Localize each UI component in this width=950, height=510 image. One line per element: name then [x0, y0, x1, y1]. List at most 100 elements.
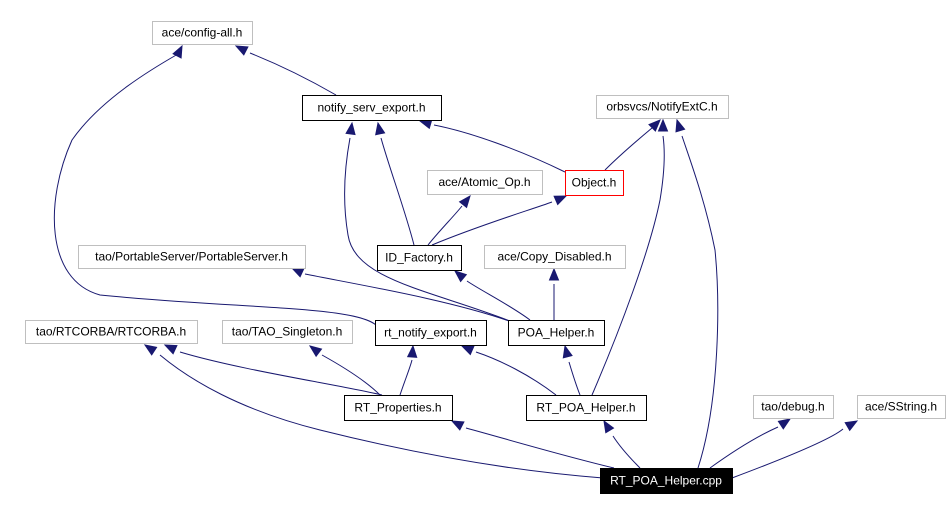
node-label: orbsvcs/NotifyExtC.h: [606, 100, 717, 114]
node-rtcorba[interactable]: tao/RTCORBA/RTCORBA.h: [25, 320, 198, 344]
edge-line: [681, 135, 719, 469]
node-label: notify_serv_export.h: [317, 101, 425, 115]
edge-line: [399, 359, 413, 396]
edge-rt-poa-helper-cpp-to-rt-poa-helper-h: [603, 419, 641, 469]
node-box: [427, 170, 543, 195]
node-tao-singleton[interactable]: tao/TAO_Singleton.h: [222, 320, 353, 344]
edge-line: [249, 52, 337, 96]
arrowhead-icon: [553, 195, 568, 206]
node-box: [565, 170, 624, 196]
edge-line: [591, 135, 665, 396]
edge-line: [344, 137, 511, 322]
node-poa-helper[interactable]: POA_Helper.h: [508, 320, 605, 346]
arrowhead-icon: [375, 121, 386, 136]
edge-rt-notify-export-to-config-all: [53, 44, 381, 331]
arrowhead-icon: [450, 420, 465, 431]
arrowhead-icon: [458, 194, 471, 209]
node-box: [375, 320, 487, 346]
edge-line: [466, 280, 531, 321]
node-box: [78, 245, 306, 269]
edge-line: [431, 201, 553, 246]
arrowhead-icon: [460, 345, 475, 356]
node-label: Object.h: [572, 176, 617, 190]
arrowhead-icon: [143, 344, 158, 356]
edge-object-to-notifyextc: [604, 119, 661, 171]
node-box: [377, 245, 462, 271]
arrowhead-icon: [453, 270, 468, 283]
node-label: ace/Copy_Disabled.h: [497, 250, 611, 264]
edges-layer: [53, 44, 859, 479]
edge-rt-poa-helper-cpp-to-rt-properties: [450, 420, 615, 469]
edge-line: [159, 354, 604, 479]
node-label: ace/config-all.h: [162, 26, 243, 40]
node-box: [857, 395, 946, 419]
node-rt-poa-helper-cpp[interactable]: RT_POA_Helper.cpp: [600, 468, 733, 494]
node-portable-server[interactable]: tao/PortableServer/PortableServer.h: [78, 245, 306, 269]
node-atomic-op[interactable]: ace/Atomic_Op.h: [427, 170, 543, 195]
arrowhead-icon: [648, 119, 661, 132]
edge-object-to-notify-serv-export: [418, 119, 566, 173]
edge-line: [709, 426, 779, 469]
node-label: RT_POA_Helper.cpp: [610, 474, 722, 488]
edge-line: [604, 127, 653, 171]
node-box: [508, 320, 605, 346]
arrowhead-icon: [777, 418, 792, 430]
node-rt-notify-export[interactable]: rt_notify_export.h: [375, 320, 487, 346]
node-object[interactable]: Object.h: [565, 170, 624, 196]
edge-id-factory-to-notify-serv-export: [375, 121, 415, 246]
node-config-all[interactable]: ace/config-all.h: [152, 21, 253, 45]
node-notifyextc[interactable]: orbsvcs/NotifyExtC.h: [596, 95, 729, 119]
arrowhead-icon: [406, 344, 418, 358]
node-box: [526, 395, 647, 421]
edge-line: [380, 137, 415, 246]
arrowhead-icon: [603, 419, 615, 434]
edge-rt-poa-helper-h-to-rt-notify-export: [460, 345, 557, 396]
nodes-layer: ace/config-all.h notify_serv_export.h orbs…: [25, 21, 946, 494]
node-box: [25, 320, 198, 344]
node-label: POA_Helper.h: [518, 326, 595, 340]
edge-line: [465, 427, 615, 469]
edge-rt-poa-helper-h-to-poa-helper: [562, 344, 581, 396]
node-label: tao/TAO_Singleton.h: [232, 325, 343, 339]
edge-rt-poa-helper-cpp-to-tao-debug: [709, 418, 792, 469]
edge-rt-poa-helper-cpp-to-rtcorba: [143, 344, 604, 479]
node-tao-debug[interactable]: tao/debug.h: [753, 395, 834, 419]
node-label: RT_Properties.h: [354, 401, 441, 415]
arrowhead-icon: [657, 118, 669, 132]
edge-line: [568, 361, 581, 396]
node-box: [484, 245, 626, 269]
arrowhead-icon: [163, 344, 178, 355]
edge-line: [731, 428, 844, 479]
edge-line: [304, 273, 513, 323]
node-copy-disabled[interactable]: ace/Copy_Disabled.h: [484, 245, 626, 269]
edge-rt-properties-to-tao-singleton: [308, 345, 381, 396]
node-box: [753, 395, 834, 419]
arrowhead-icon: [345, 121, 356, 136]
edge-line: [612, 435, 641, 469]
node-rt-properties[interactable]: RT_Properties.h: [344, 395, 453, 421]
edge-line: [427, 205, 463, 246]
edge-id-factory-to-object: [431, 195, 568, 246]
node-label: tao/RTCORBA/RTCORBA.h: [36, 325, 186, 339]
node-label: ace/Atomic_Op.h: [438, 175, 530, 189]
node-notify-serv-export[interactable]: notify_serv_export.h: [302, 95, 442, 121]
node-box: [596, 95, 729, 119]
edge-line: [433, 124, 566, 173]
node-id-factory[interactable]: ID_Factory.h: [377, 245, 462, 271]
node-box: [600, 468, 733, 494]
arrowhead-icon: [562, 344, 573, 359]
edge-poa-helper-to-id-factory: [453, 270, 531, 321]
edge-rt-poa-helper-h-to-notifyextc: [591, 118, 669, 396]
node-box: [344, 395, 453, 421]
node-label: ID_Factory.h: [385, 251, 453, 265]
arrowhead-icon: [234, 45, 249, 56]
arrowhead-icon: [844, 420, 859, 432]
edge-rt-properties-to-rtcorba: [163, 344, 383, 396]
arrowhead-icon: [172, 44, 183, 59]
node-label: tao/PortableServer/PortableServer.h: [95, 250, 288, 264]
node-rt-poa-helper-h[interactable]: RT_POA_Helper.h: [526, 395, 647, 421]
node-sstring[interactable]: ace/SString.h: [857, 395, 946, 419]
node-box: [152, 21, 253, 45]
arrowhead-icon: [675, 118, 686, 133]
